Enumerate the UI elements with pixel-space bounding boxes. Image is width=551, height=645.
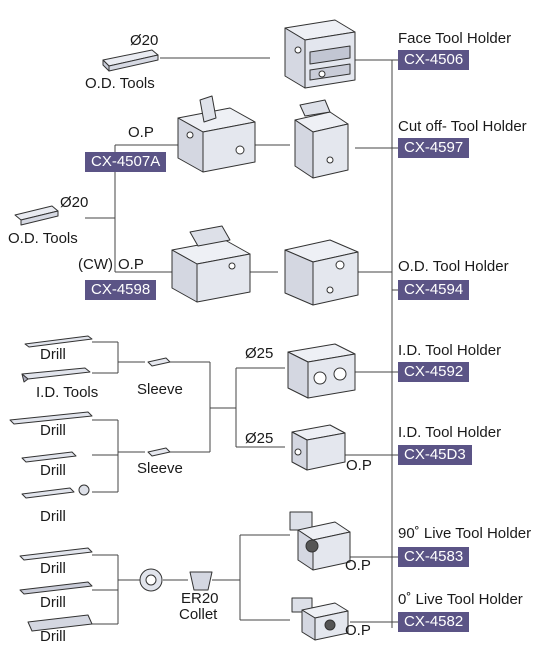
od-tool-icon-mid (14, 205, 59, 226)
label-op-4507a: O.P (128, 124, 154, 141)
title-id-tool-holder-1: I.D. Tool Holder (398, 342, 502, 359)
label-phi20-top: Ø20 (130, 32, 159, 49)
badge-cx-4507a: CX-4507A (85, 152, 167, 172)
title-cutoff-tool-holder: Cut off- Tool Holder (398, 118, 527, 135)
label-drill-3: Drill (40, 462, 66, 479)
od-tool-holder-icon (284, 239, 359, 306)
drill-icon-3 (21, 451, 77, 463)
sleeve-icon-1 (147, 357, 171, 367)
drill-icon-6 (19, 581, 93, 595)
id-tool-holder-icon-2 (291, 424, 346, 471)
badge-cx-4582: CX-4582 (398, 612, 470, 632)
badge-cx-4597: CX-4597 (398, 138, 470, 158)
label-phi20-mid: Ø20 (60, 194, 89, 211)
od-base-holder-icon (171, 225, 251, 303)
label-drill-1: Drill (40, 346, 66, 363)
label-sleeve-1: Sleeve (137, 381, 183, 398)
label-drill-2: Drill (40, 422, 66, 439)
label-op-4598: O.P (118, 256, 144, 273)
label-sleeve-2: Sleeve (137, 460, 183, 477)
title-od-tool-holder: O.D. Tool Holder (398, 258, 509, 275)
title-0-live-tool-holder: 0˚ Live Tool Holder (398, 591, 523, 608)
od-tool-icon-top (102, 49, 159, 72)
cutoff-base-holder-icon (177, 95, 256, 173)
badge-cx-4506: CX-4506 (398, 50, 470, 70)
label-er20: ER20 (181, 590, 219, 607)
label-od-tools-top: O.D. Tools (85, 75, 155, 92)
badge-cx-4592: CX-4592 (398, 362, 470, 382)
label-op-45d3: O.P (346, 457, 372, 474)
title-90-live-tool-holder: 90˚ Live Tool Holder (398, 525, 532, 542)
label-collet: Collet (179, 606, 218, 623)
collet-nut-icon (139, 568, 163, 592)
badge-cx-45d3: CX-45D3 (398, 445, 472, 465)
cutoff-tool-holder-icon (294, 99, 349, 179)
badge-cx-4594: CX-4594 (398, 280, 470, 300)
title-id-tool-holder-2: I.D. Tool Holder (398, 424, 502, 441)
label-od-tools-mid: O.D. Tools (8, 230, 78, 247)
title-face-tool-holder: Face Tool Holder (398, 30, 512, 47)
drill-icon-7 (27, 614, 93, 632)
live-tool-0-holder-icon (291, 597, 349, 641)
badge-cx-4583: CX-4583 (398, 547, 470, 567)
drill-icon-5 (19, 547, 93, 561)
id-tool-icon (21, 367, 91, 383)
live-tool-90-holder-icon (289, 511, 351, 571)
label-drill-4: Drill (40, 508, 66, 525)
drill-icon-2 (9, 411, 93, 425)
drill-icon-4 (21, 484, 90, 499)
id-tool-holder-icon-1 (287, 343, 356, 399)
label-id-tools: I.D. Tools (36, 384, 99, 401)
label-op-4583: O.P (345, 557, 371, 574)
drill-icon-1 (24, 335, 93, 348)
label-phi25-b: Ø25 (245, 430, 274, 447)
label-drill-5: Drill (40, 560, 66, 577)
er20-collet-icon (189, 571, 213, 591)
label-drill-6: Drill (40, 594, 66, 611)
sleeve-icon-2 (147, 447, 171, 457)
label-phi25-a: Ø25 (245, 345, 274, 362)
badge-cx-4598: CX-4598 (85, 280, 157, 300)
label-drill-7: Drill (40, 628, 66, 645)
label-cw: (CW) (78, 256, 113, 273)
face-tool-holder-icon (284, 19, 356, 89)
label-op-4582: O.P (345, 622, 371, 639)
